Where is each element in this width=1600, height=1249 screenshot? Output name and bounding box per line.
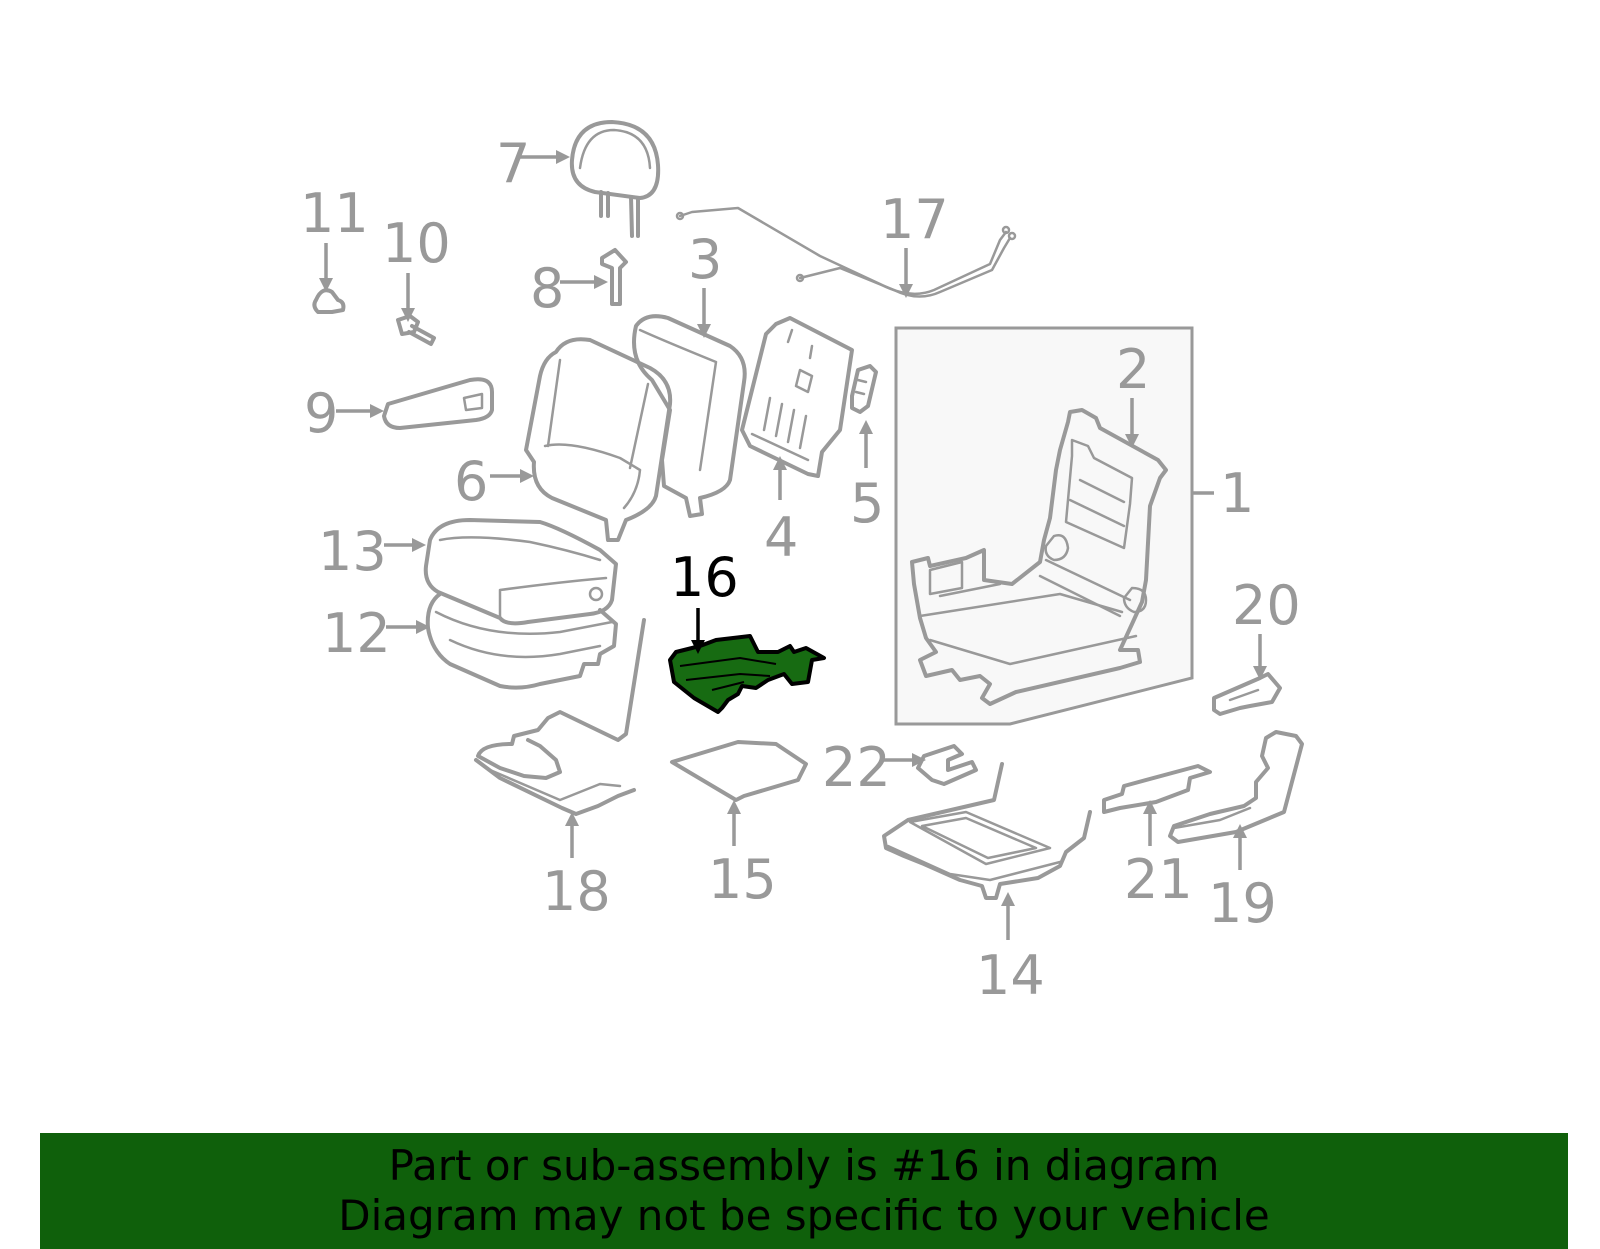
part-7-headrest <box>569 120 661 238</box>
label-21: 21 <box>1124 848 1193 911</box>
part-9-armrest <box>382 377 494 430</box>
part-19-side-shield <box>1168 730 1304 844</box>
label-11: 11 <box>300 182 369 245</box>
label-4: 4 <box>764 506 798 569</box>
banner-line-part: Part or sub-assembly is #16 in diagram <box>388 1141 1220 1190</box>
label-5: 5 <box>850 472 884 535</box>
label-16: 16 <box>670 546 739 609</box>
part-5-bracket <box>850 364 878 414</box>
label-19: 19 <box>1208 872 1277 935</box>
label-3: 3 <box>688 228 722 291</box>
label-20: 20 <box>1232 574 1301 637</box>
callout-arrows <box>319 150 1267 940</box>
part-20-knob <box>1212 672 1282 716</box>
part-14-seat-cushion-frame <box>882 762 1092 900</box>
label-13: 13 <box>318 520 387 583</box>
part-11-clip <box>312 288 346 314</box>
label-14: 14 <box>976 944 1045 1007</box>
info-banner: Part or sub-assembly is #16 in diagram D… <box>40 1133 1568 1249</box>
banner-line-disclaimer: Diagram may not be specific to your vehi… <box>338 1191 1270 1240</box>
label-2: 2 <box>1116 338 1150 401</box>
label-15: 15 <box>708 848 777 911</box>
part-15-pad <box>670 740 808 802</box>
label-22: 22 <box>822 736 891 799</box>
part-16-highlighted-bracket <box>668 634 826 714</box>
label-6: 6 <box>454 450 488 513</box>
part-3-seatback-pad <box>632 314 747 518</box>
label-17: 17 <box>880 188 949 251</box>
callout-arrow-16 <box>691 608 705 654</box>
label-8: 8 <box>530 257 564 320</box>
label-1: 1 <box>1220 462 1254 525</box>
part-4-seatback-board <box>740 316 854 478</box>
label-9: 9 <box>304 382 338 445</box>
label-7: 7 <box>496 132 530 195</box>
part-6-seatback-cover <box>524 337 673 542</box>
part-1-seat-frame-assembly <box>894 326 1214 726</box>
part-18-cushion-wire <box>474 618 646 816</box>
part-8-headrest-guide <box>600 248 628 306</box>
part-21-rail-cover <box>1102 764 1212 814</box>
part-13-seat-cushion-cover <box>423 518 618 626</box>
part-12-seat-cushion-pad <box>425 592 618 690</box>
label-10: 10 <box>382 212 451 275</box>
part-17-cable <box>675 206 1017 298</box>
part-10-bolt <box>396 314 436 346</box>
exploded-seat-diagram: 7 8 11 10 9 6 3 4 5 17 2 1 13 12 16 20 2… <box>300 120 1304 1007</box>
part-22-small-bracket <box>916 744 978 786</box>
label-12: 12 <box>322 602 391 665</box>
label-18: 18 <box>542 860 611 923</box>
part-2-seatback-frame <box>910 408 1168 706</box>
